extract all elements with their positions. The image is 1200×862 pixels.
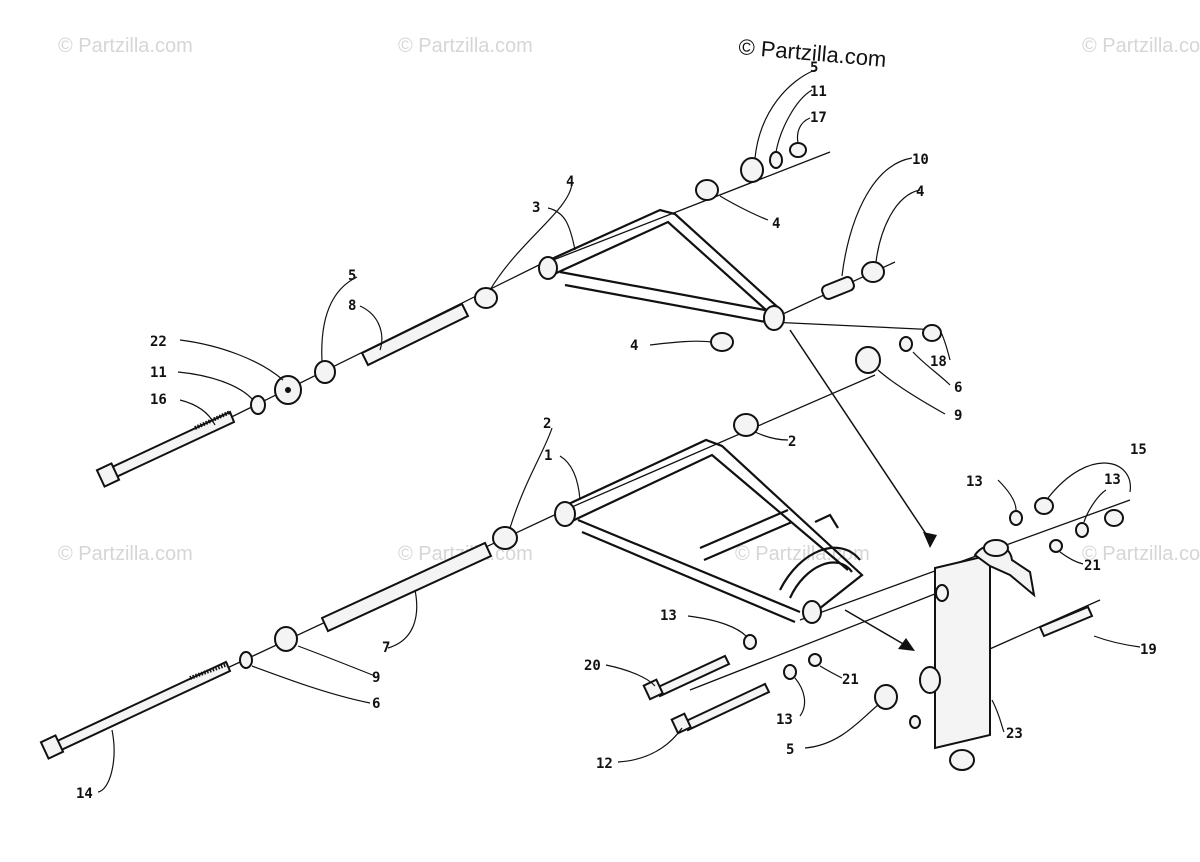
callout-20: 20 [584,658,601,674]
bushing-4-right [861,261,885,283]
washer-21-a [1049,539,1063,553]
callout-1: 1 [544,448,552,464]
bolt-14 [39,660,232,760]
callout-5-left: 5 [348,268,356,284]
watermark-top-center: © Partzilla.com [398,35,533,57]
washer-13-a [1009,510,1023,526]
callout-6-left: 6 [372,696,380,712]
callout-16: 16 [150,392,167,408]
spindle-23 [909,539,1036,771]
callout-12: 12 [596,756,613,772]
bushing-2-left [492,526,518,550]
flange-bushing-5-top [740,157,764,183]
callout-9-left: 9 [372,670,380,686]
nut-17 [789,142,807,158]
flange-bushing-5-left [314,360,336,384]
callout-14: 14 [76,786,93,802]
callout-2-right: 2 [788,434,796,450]
assembly-arrow-lower [844,609,906,646]
washer-6-right [899,336,913,352]
callout-11-left: 11 [150,365,167,381]
callout-13-right: 13 [1104,472,1121,488]
callout-11-top: 11 [810,84,827,100]
callout-4-bottom: 4 [630,338,638,354]
callout-13-mid: 13 [660,608,677,624]
watermark-mid-left: © Partzilla.com [58,543,193,565]
washer-13-c [743,634,757,650]
callout-15: 15 [1130,442,1147,458]
washer-21-b [808,653,822,667]
bolt-12 [670,682,771,735]
callout-19: 19 [1140,642,1157,658]
lock-washer-11-top [769,151,783,169]
washer-6-left [239,651,253,669]
upper-front-axis [547,151,831,263]
flange-bushing-9-left [274,626,298,652]
washer-13-d [783,664,797,680]
shaft-8 [360,302,470,367]
lower-front-axis [564,374,876,511]
callout-4-top: 4 [772,216,780,232]
bushing-4-left [474,287,498,309]
washer-13-b [1075,522,1089,538]
leader-lines [97,69,1141,793]
callout-5-lower: 5 [786,742,794,758]
callout-17: 17 [810,110,827,126]
watermark-top-right: © Partzilla.com [1082,35,1200,57]
callout-21-lower: 21 [842,672,859,688]
bushing-2-right [733,413,759,437]
flange-bushing-9-right [855,346,881,374]
pin-19 [1038,605,1094,638]
callout-4-left: 4 [566,174,574,190]
callout-13-lower: 13 [776,712,793,728]
callout-8: 8 [348,298,356,314]
flange-bolt-5 [874,684,898,710]
bushing-4-top [695,179,719,201]
nut-15-a [1034,497,1054,515]
bolt-20 [642,654,731,701]
callout-13-top: 13 [966,474,983,490]
callout-5-top: 5 [810,60,818,76]
lower-a-arm [554,438,864,624]
callout-18: 18 [930,354,947,370]
callout-21-right: 21 [1084,558,1101,574]
bushing-4-bottom [710,332,734,352]
lock-washer-11-left [250,395,266,415]
shaft-7 [320,541,493,633]
lower-bolt-axis [689,589,946,691]
watermark-far-right: © Partzilla.com [1082,543,1200,565]
callout-10: 10 [912,152,929,168]
nut-18 [922,324,942,342]
assembly-arrow-upper [789,329,931,541]
callout-22: 22 [150,334,167,350]
callout-6-right: 6 [954,380,962,396]
callout-7: 7 [382,640,390,656]
upper-a-arm [538,208,785,331]
callout-9-right: 9 [954,408,962,424]
callout-3: 3 [532,200,540,216]
callout-2-left: 2 [543,416,551,432]
upper-pivot-axis [769,321,941,331]
nut-15-b [1104,509,1124,527]
sleeve-10 [821,276,855,300]
callout-labels: 5 11 17 10 4 4 3 4 4 5 8 22 11 16 18 6 9… [76,60,1157,802]
callout-23: 23 [1006,726,1023,742]
callout-4-right: 4 [916,184,924,200]
watermark-top-left: © Partzilla.com [58,35,193,57]
